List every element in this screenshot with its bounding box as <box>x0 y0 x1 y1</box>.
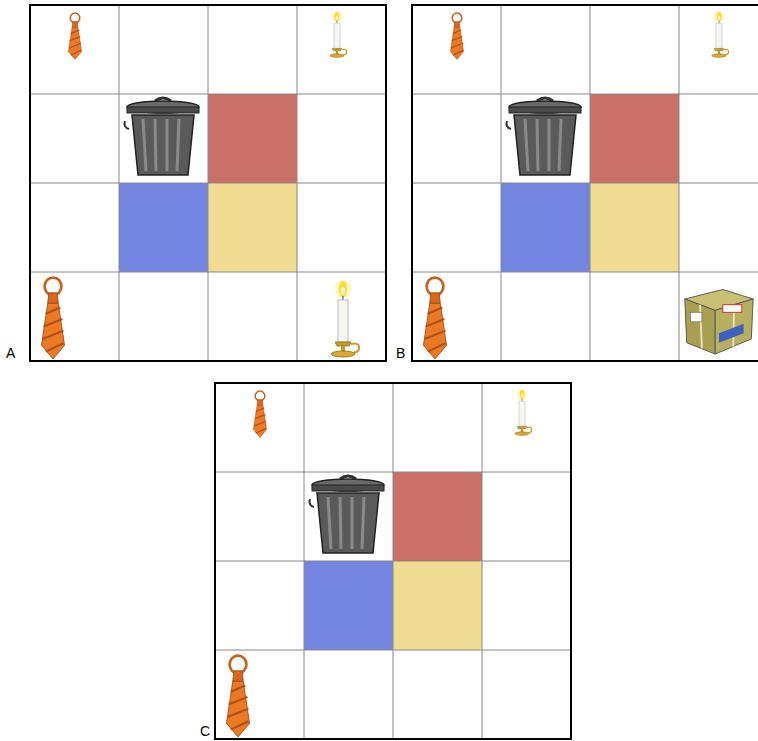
panel-label: A <box>6 346 15 360</box>
package-icon <box>685 290 753 355</box>
panel-label: C <box>200 724 210 738</box>
grid-panel <box>412 5 758 361</box>
grid-panel <box>30 5 386 361</box>
panel-label: B <box>396 346 405 360</box>
candle-icon <box>331 280 359 357</box>
grid-panel <box>215 383 571 739</box>
